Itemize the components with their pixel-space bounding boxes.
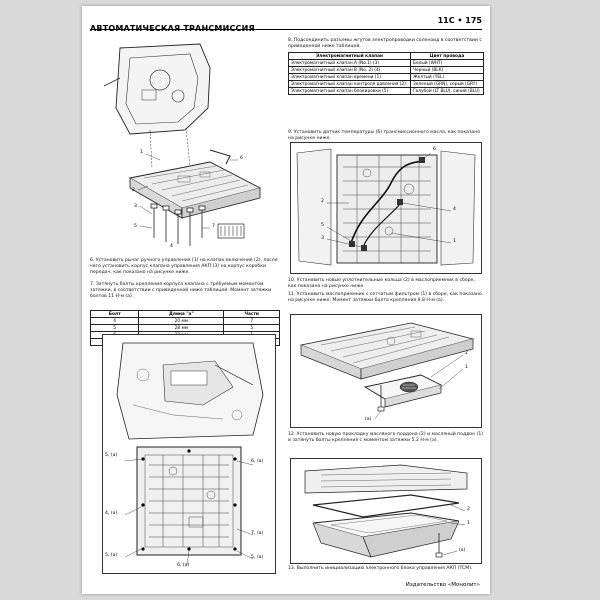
callout-5a-bottom: 5, (a) — [105, 553, 118, 558]
callout-4a: 4, (a) — [105, 511, 118, 516]
callout-2: 2 — [321, 199, 324, 204]
step-11-text: 11. Установить маслоприемник с сетчатым … — [288, 292, 482, 303]
cell: Черный (BLK) — [410, 66, 484, 74]
callout-1: 1 — [467, 521, 470, 526]
cell: 7 — [223, 317, 280, 325]
cell: 5 — [223, 324, 280, 332]
callout-4: 4 — [170, 244, 173, 249]
manual-page: АВТОМАТИЧЕСКАЯ ТРАНСМИССИЯ 11С • 175 — [82, 6, 490, 594]
callout-4: 4 — [453, 207, 456, 212]
callout-1: 1 — [465, 365, 468, 370]
step-12-text: 12. Установить новую прокладку масляного… — [288, 432, 484, 443]
table-row: 5 28 мм 5 — [89, 324, 280, 332]
cell: Электромагнитный клапан блокировки (5) — [288, 87, 411, 95]
step-6-text: 6. Установить рычаг ручного управления (… — [90, 258, 278, 275]
figure-valve-body-install: 1 6 2 3 5 7 4 — [90, 38, 282, 252]
section-title: АВТОМАТИЧЕСКАЯ ТРАНСМИССИЯ — [90, 24, 255, 33]
cell: Зеленый (GRN), серый (GRY) — [410, 80, 484, 88]
figure-oil-pan: 2 1 (a) — [290, 458, 482, 564]
oil-pan-drawing — [304, 464, 468, 558]
callout-5a: 5, (a) — [105, 453, 118, 458]
callout-3: 3 — [134, 204, 137, 209]
col-wire-color: Цвет провода — [410, 52, 484, 60]
solenoid-wire-table: Электромагнитный клапан Цвет провода Эле… — [288, 52, 484, 95]
cell: Электромагнитный клапан B (No. 2) (4) — [288, 66, 411, 74]
callout-5: 5 — [321, 223, 324, 228]
callout-2: 2 — [132, 188, 135, 193]
callout-6a: 6, (a) — [251, 459, 264, 464]
publisher-footer: Издательство «Монолит» — [405, 582, 480, 588]
page-header: АВТОМАТИЧЕСКАЯ ТРАНСМИССИЯ 11С • 175 — [90, 16, 482, 33]
valve-body-drawing — [103, 43, 262, 246]
callout-7a: 7, (a) — [251, 531, 264, 536]
callout-a: (a) — [459, 548, 466, 553]
cell: Белый (WHT) — [410, 59, 484, 67]
cell: 4 — [89, 317, 140, 325]
table-row: Электромагнитный клапан A (No.1) (3) Бел… — [288, 59, 484, 67]
figure-bolt-locations: 5, (a) 6, (a) 4, (a) 7, (a) 5, (a) 6, (a… — [102, 334, 276, 574]
callout-3: 3 — [321, 236, 324, 241]
cell: 5 — [89, 324, 140, 332]
col-bolt: Болт — [89, 310, 140, 318]
header-rule — [90, 29, 482, 30]
callout-6: 6 — [433, 147, 436, 152]
callout-6a-bottom: 6, (a) — [177, 563, 190, 568]
cell: Желтый (YEL) — [410, 73, 484, 81]
cell: Голубой (LT BLU), синий (BLU) — [410, 87, 484, 95]
col-parts: Части — [223, 310, 280, 318]
table-row: Электромагнитный клапан времени (1) Желт… — [288, 73, 484, 81]
cell: 28 мм — [138, 324, 225, 332]
bolt-locations-drawing — [116, 342, 264, 566]
callout-5: 5 — [134, 224, 137, 229]
col-solenoid: Электромагнитный клапан — [288, 52, 411, 60]
oil-strainer-drawing — [299, 322, 475, 420]
page-number: 11С • 175 — [437, 16, 482, 25]
table-row: Электромагнитный клапан блокировки (5) Г… — [288, 87, 484, 95]
callout-6: 6 — [240, 156, 243, 161]
solenoid-harness-drawing — [296, 148, 476, 266]
step-8-text: 8. Подсоединить разъемы жгутов электропр… — [288, 38, 482, 49]
table-row: Электромагнитный клапан B (No. 2) (4) Че… — [288, 66, 484, 74]
cell: Электромагнитный клапан контроля давлени… — [288, 80, 411, 88]
callout-7: 7 — [212, 224, 215, 229]
callout-2: 2 — [467, 507, 470, 512]
figure-solenoid-harness: 6 2 5 3 4 1 — [290, 142, 482, 274]
step-10-text: 10. Установить новые уплотнительные коль… — [288, 278, 475, 289]
callout-a: (a) — [365, 417, 372, 422]
cell: Электромагнитный клапан A (No.1) (3) — [288, 59, 411, 67]
callout-1: 1 — [140, 150, 143, 155]
cell: 20 мм — [138, 317, 225, 325]
step-9-text: 9. Установить датчик температуры (6) тра… — [288, 130, 481, 141]
table-row: 4 20 мм 7 — [89, 317, 280, 325]
table-row: Электромагнитный клапан контроля давлени… — [288, 80, 484, 88]
callout-2: 2 — [465, 351, 468, 356]
cell: Электромагнитный клапан времени (1) — [288, 73, 411, 81]
callout-1: 1 — [453, 239, 456, 244]
step-7-text: 7. Затянуть болты крепления корпуса клап… — [90, 282, 272, 299]
step-13-text: 13. Выполнить инициализацию электронного… — [288, 566, 473, 571]
figure-oil-strainer: 2 1 (a) — [290, 314, 482, 428]
col-length: Длина "a" — [138, 310, 225, 318]
callout-5a-right: 5, (a) — [251, 555, 264, 560]
